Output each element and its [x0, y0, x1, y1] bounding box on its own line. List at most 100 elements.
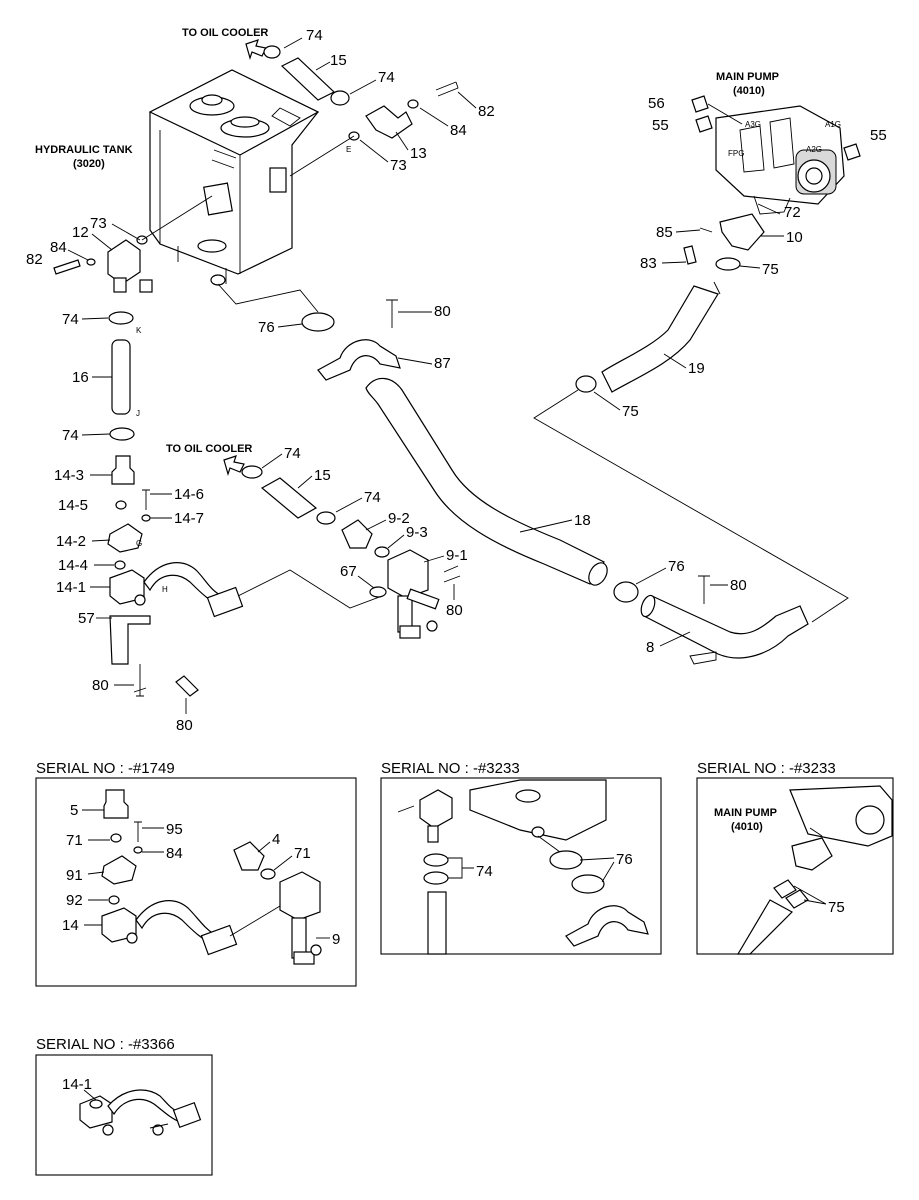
- oring-71-b: [260, 868, 276, 880]
- serial-3366-box: [35, 1054, 213, 1176]
- adapter-4: [233, 841, 265, 871]
- plug-56: [691, 95, 709, 113]
- oring-14-4: [114, 560, 126, 570]
- callout-72: 72: [784, 204, 801, 221]
- callout-74-d: 74: [62, 427, 79, 444]
- flange-14-2: [107, 523, 143, 553]
- pipe-14-1: [109, 562, 244, 618]
- callout-75-a: 75: [622, 403, 639, 420]
- port-a2g: A2G: [806, 145, 822, 154]
- callout-84-a: 84: [450, 122, 467, 139]
- oring-9-3: [374, 546, 390, 558]
- to-oil-cooler-label-top: TO OIL COOLER: [182, 27, 268, 39]
- hydraulic-tank-code: (3020): [73, 158, 105, 170]
- mark-g: G: [136, 539, 142, 548]
- clamp-74-mid: [330, 90, 350, 106]
- callout-74-f: 74: [364, 489, 381, 506]
- callout-80-b: 80: [176, 717, 193, 734]
- callout-14-2: 14-2: [56, 533, 86, 550]
- hose-8: [643, 595, 809, 659]
- callout-76-c: 76: [616, 851, 633, 868]
- callout-15-b: 15: [314, 467, 331, 484]
- mark-e: E: [346, 145, 351, 154]
- callout-56: 56: [648, 95, 665, 112]
- port-a1g: A1G: [825, 120, 841, 129]
- main-pump: [715, 105, 845, 215]
- callout-9-3: 9-3: [406, 524, 428, 541]
- callout-18: 18: [574, 512, 591, 529]
- hose-19: [601, 285, 719, 393]
- callout-13: 13: [410, 145, 427, 162]
- serial-3233-label-a: SERIAL NO : -#3233: [381, 760, 520, 777]
- callout-80-a: 80: [92, 677, 109, 694]
- serial-1749-box: [35, 777, 357, 987]
- block-12: [53, 235, 153, 293]
- fitting-5: [103, 789, 129, 819]
- callout-16: 16: [72, 369, 89, 386]
- flange-10: [719, 213, 765, 251]
- clamp-75-c: [773, 879, 797, 899]
- callout-9-2: 9-2: [388, 510, 410, 527]
- mark-k: K: [136, 326, 142, 335]
- callout-14-4: 14-4: [58, 557, 88, 574]
- callout-9: 9: [332, 931, 340, 948]
- callout-76-b: 76: [668, 558, 685, 575]
- clamp-75-b: [715, 257, 741, 271]
- callout-14-6: 14-6: [174, 486, 204, 503]
- hose-19-detail: [736, 899, 793, 955]
- tube-16-detail: [427, 891, 447, 955]
- plug-55-b: [843, 143, 861, 161]
- oring-72: [757, 203, 781, 215]
- callout-80-d: 80: [434, 303, 451, 320]
- main-pump-code: (4010): [733, 85, 765, 97]
- callout-84-c: 84: [166, 845, 183, 862]
- pipe-14: [101, 900, 238, 956]
- callout-15-a: 15: [330, 52, 347, 69]
- callout-14-1-detail: 14-1: [62, 1076, 92, 1093]
- hydraulic-tank: [148, 69, 320, 286]
- callout-87: 87: [434, 355, 451, 372]
- clamp-74-e: [241, 465, 263, 479]
- flange-91: [101, 855, 137, 885]
- washer-85: [699, 227, 713, 233]
- clamp-74-h: [423, 871, 449, 885]
- saddle-detail: [565, 905, 649, 947]
- callout-8: 8: [646, 639, 654, 656]
- clamp-74-top: [263, 45, 281, 59]
- callout-76-a: 76: [258, 319, 275, 336]
- mark-h: H: [162, 585, 168, 594]
- pipe-15-mid: [260, 477, 318, 519]
- callout-85: 85: [656, 224, 673, 241]
- oring-67: [369, 586, 387, 598]
- oring-71-a: [110, 833, 122, 843]
- to-oil-cooler-label-mid: TO OIL COOLER: [166, 443, 252, 455]
- pipe-15-top: [280, 57, 336, 101]
- callout-84-b: 84: [50, 239, 67, 256]
- valve-9: [279, 871, 322, 965]
- tube-16: [111, 339, 131, 415]
- callout-10: 10: [786, 229, 803, 246]
- valve-9-1: [387, 549, 440, 639]
- callout-83: 83: [640, 255, 657, 272]
- callout-71-a: 71: [66, 832, 83, 849]
- bracket-57: [109, 615, 151, 665]
- port-fpg: FPG: [728, 149, 744, 158]
- callout-75-b: 75: [762, 261, 779, 278]
- callout-82-a: 82: [478, 103, 495, 120]
- serial-3233-box-a: [380, 777, 662, 955]
- fitting-13: [365, 105, 413, 139]
- callout-5: 5: [70, 802, 78, 819]
- callout-67: 67: [340, 563, 357, 580]
- arrow-icon: [245, 39, 267, 61]
- callout-74-c: 74: [62, 311, 79, 328]
- mark-j: J: [136, 409, 140, 418]
- callout-92: 92: [66, 892, 83, 909]
- main-pump-label-detail: MAIN PUMP: [714, 807, 777, 819]
- callout-73-a: 73: [390, 157, 407, 174]
- washer-14-7: [141, 514, 151, 522]
- bolt-80-e: [698, 575, 710, 604]
- callout-4: 4: [272, 831, 280, 848]
- clamp-76-c: [549, 850, 583, 870]
- callout-91: 91: [66, 867, 83, 884]
